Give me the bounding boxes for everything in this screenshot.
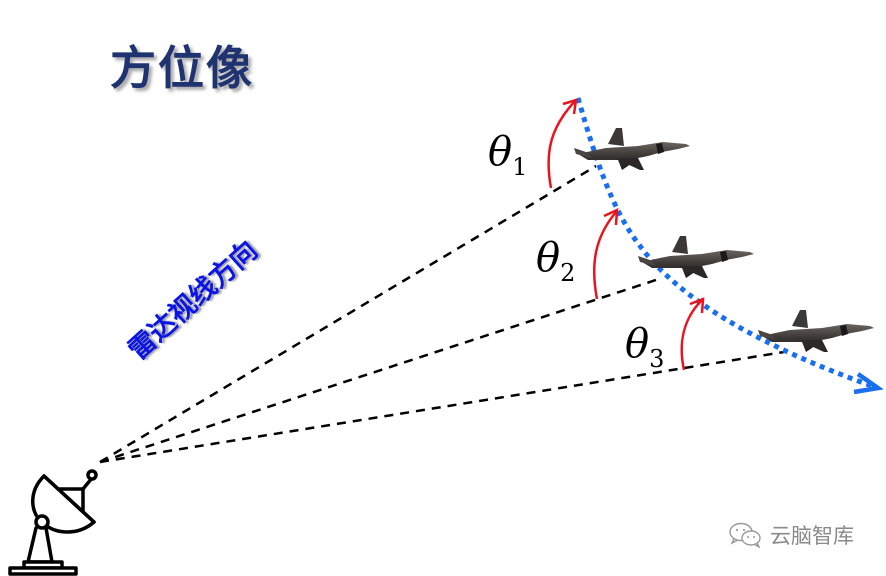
sight-line-3 xyxy=(99,350,785,464)
sight-line-2 xyxy=(99,276,663,464)
theta-symbol: θ xyxy=(488,129,513,175)
sight-lines xyxy=(99,164,785,464)
diagram-title: 方位像 xyxy=(110,41,254,95)
angle-label-theta-3: θ3 xyxy=(625,324,664,371)
angle-arcs xyxy=(547,98,705,371)
radar-dish-icon xyxy=(8,469,98,576)
theta-subscript: 3 xyxy=(649,345,665,373)
sight-line-1 xyxy=(99,164,597,464)
watermark-text: 云脑智库 xyxy=(770,524,854,548)
arc-theta-3-arrowhead xyxy=(689,297,705,314)
theta-symbol: θ xyxy=(536,235,561,281)
theta-subscript: 2 xyxy=(560,259,576,287)
arc-theta-2-arrowhead xyxy=(603,207,619,226)
watermark: 云脑智库 xyxy=(728,520,854,550)
arc-theta-1-arrowhead xyxy=(562,98,578,115)
arc-theta-1 xyxy=(547,100,576,189)
theta-subscript: 1 xyxy=(512,153,528,181)
aircraft-2 xyxy=(638,236,754,278)
trajectory-arrowhead xyxy=(853,372,884,395)
wechat-icon xyxy=(729,522,761,548)
angle-label-theta-1: θ1 xyxy=(488,132,527,179)
angle-label-theta-2: θ2 xyxy=(536,238,575,285)
arc-theta-3 xyxy=(680,299,703,371)
arc-theta-2 xyxy=(592,211,617,300)
theta-symbol: θ xyxy=(625,321,650,367)
